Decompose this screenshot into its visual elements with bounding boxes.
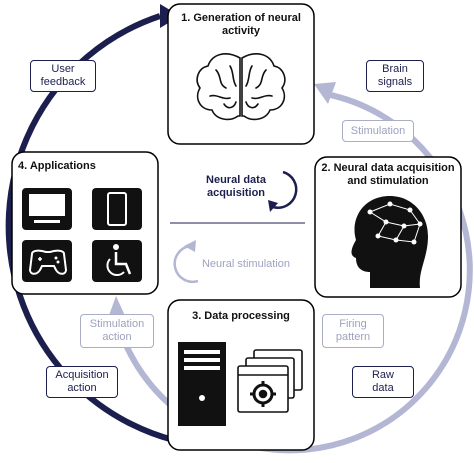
stimulation-arc-head bbox=[184, 240, 196, 252]
label-stimulation-action: Stimulation action bbox=[80, 314, 154, 348]
box-generation-title: 1. Generation of neural activity bbox=[181, 12, 301, 38]
computer-tower-icon bbox=[178, 342, 226, 426]
monitor-icon bbox=[22, 188, 72, 230]
label-acquisition-action: Acquisition action bbox=[46, 366, 118, 398]
center-neural-stimulation: Neural stimulation bbox=[201, 258, 291, 270]
center-neural-data-acquisition: Neural data acquisition bbox=[206, 174, 266, 200]
brain-icon bbox=[196, 53, 286, 121]
inner-cycle-tail-arrowhead bbox=[108, 296, 126, 318]
label-stimulation: Stimulation bbox=[342, 120, 414, 142]
box-processing-title: 3. Data processing bbox=[192, 310, 290, 322]
gear-window-icon bbox=[237, 349, 303, 413]
head-electrode-icon bbox=[351, 196, 428, 288]
label-user-feedback: User feedback bbox=[30, 60, 96, 92]
wheelchair-icon bbox=[92, 240, 142, 282]
stimulation-arc bbox=[173, 244, 199, 283]
gamepad-icon bbox=[22, 240, 72, 282]
label-raw-data: Raw data bbox=[352, 366, 414, 398]
box-acquisition-title: 2. Neural data acquisition and stimulati… bbox=[321, 162, 455, 188]
label-brain-signals: Brain signals bbox=[366, 60, 424, 92]
acquisition-arc-head bbox=[268, 200, 278, 212]
label-firing-pattern: Firing pattern bbox=[322, 314, 384, 348]
inner-cycle-arrowhead bbox=[314, 82, 336, 104]
box-applications-title: 4. Applications bbox=[18, 160, 96, 172]
acquisition-arc bbox=[272, 170, 298, 209]
tablet-icon bbox=[92, 188, 142, 230]
